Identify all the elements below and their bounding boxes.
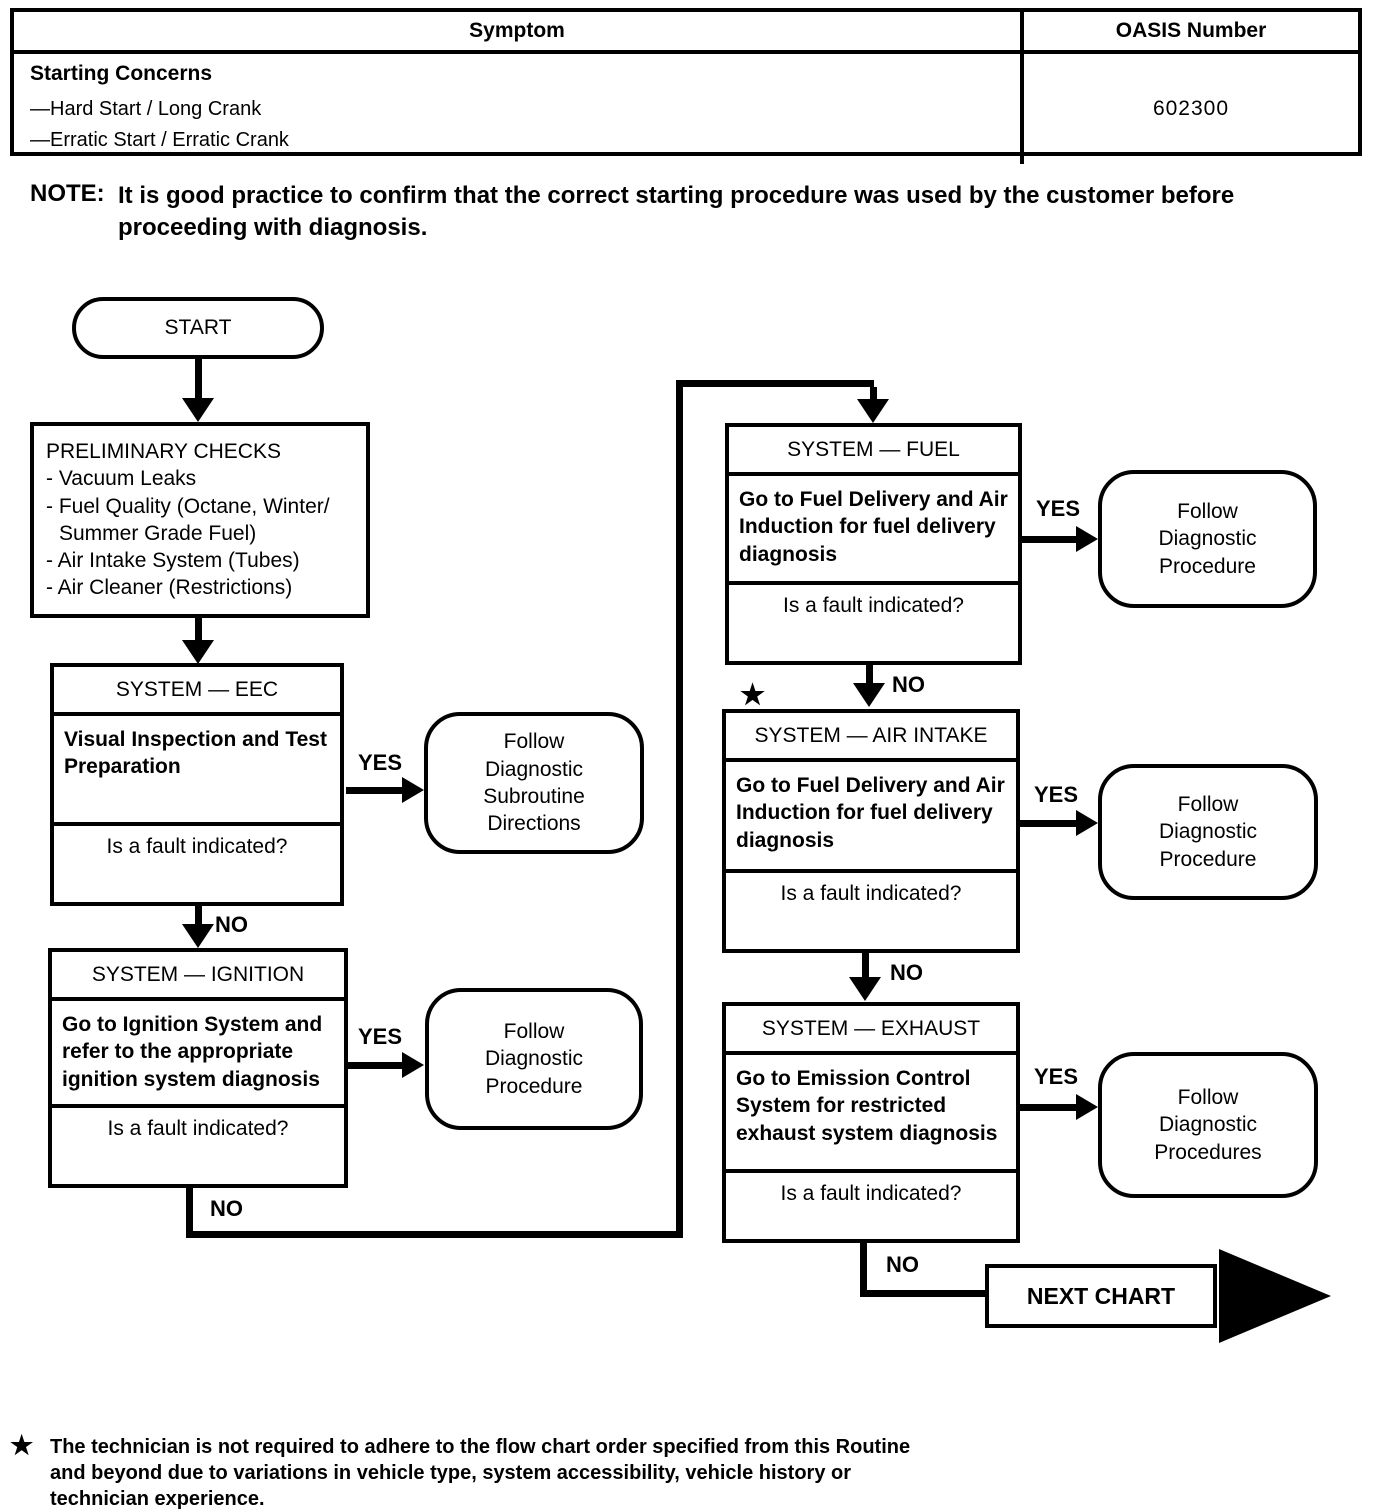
connector-start-preliminary — [195, 359, 202, 401]
system-action: Go to Emission Control System for restri… — [726, 1055, 1016, 1173]
flow-node-outcome-air-intake: Follow Diagnostic Procedure — [1098, 764, 1318, 900]
symptom-item: —Hard Start / Long Crank — [30, 98, 262, 120]
flow-node-system-air-intake: SYSTEM — AIR INTAKE Go to Fuel Delivery … — [722, 709, 1020, 953]
arrowhead-right-icon — [1076, 810, 1098, 836]
next-chart-arrowhead-icon — [1219, 1249, 1331, 1343]
outcome-text: Follow Diagnostic Procedure — [1158, 500, 1257, 578]
outcome-text: Follow Diagnostic Procedure — [484, 1020, 584, 1098]
connector-ignition-no-across — [186, 1231, 683, 1238]
yes-label: YES — [1036, 496, 1081, 521]
flow-node-preliminary-checks: PRELIMINARY CHECKS - Vacuum Leaks - Fuel… — [30, 422, 370, 618]
symptom-title: Starting Concerns — [30, 62, 213, 85]
footnote-star-icon: ★ — [740, 679, 766, 710]
connector-eec-no — [195, 906, 202, 926]
start-label: START — [164, 316, 232, 339]
preliminary-item: - Air Cleaner (Restrictions) — [46, 576, 293, 600]
no-label: NO — [890, 960, 923, 985]
preliminary-item: - Air Intake System (Tubes) — [46, 549, 300, 573]
flow-node-system-fuel: SYSTEM — FUEL Go to Fuel Delivery and Ai… — [725, 423, 1022, 665]
no-label: NO — [892, 672, 925, 697]
yes-label: YES — [358, 1024, 403, 1049]
arrowhead-down-icon — [853, 683, 885, 707]
flow-node-next-chart: NEXT CHART — [985, 1264, 1217, 1328]
system-title: SYSTEM — EEC — [54, 667, 340, 716]
connector-preliminary-eec — [195, 618, 202, 642]
preliminary-item: - Fuel Quality (Octane, Winter/ Summer G… — [46, 494, 330, 545]
footnote-text: The technician is not required to adhere… — [50, 1436, 911, 1510]
connector-fuel-no — [866, 665, 873, 685]
symptom-column-header: Symptom — [14, 12, 1024, 54]
preliminary-title: PRELIMINARY CHECKS — [46, 440, 281, 463]
yes-label: YES — [358, 750, 403, 775]
no-label: NO — [210, 1196, 243, 1221]
flow-node-outcome-exhaust: Follow Diagnostic Procedures — [1098, 1052, 1318, 1198]
connector-ignition-yes — [348, 1062, 404, 1069]
connector-ignition-no-top — [676, 380, 874, 387]
arrowhead-down-icon — [849, 977, 881, 1001]
system-question: Is a fault indicated? — [780, 1182, 962, 1205]
connector-fuel-yes — [1022, 536, 1078, 543]
footnote-star-icon: ★ — [10, 1430, 34, 1460]
arrowhead-right-icon — [402, 1052, 424, 1078]
oasis-column-header: OASIS Number — [1024, 12, 1358, 54]
system-question: Is a fault indicated? — [107, 1117, 289, 1140]
system-title: SYSTEM — AIR INTAKE — [726, 713, 1016, 762]
arrowhead-right-icon — [1076, 1094, 1098, 1120]
note-text: It is good practice to confirm that the … — [118, 182, 1235, 242]
yes-label: YES — [1034, 782, 1079, 807]
flow-node-outcome-fuel: Follow Diagnostic Procedure — [1098, 470, 1317, 608]
symptom-table: Symptom OASIS Number Starting Concerns —… — [10, 8, 1362, 164]
system-action: Go to Ignition System and refer to the a… — [52, 1001, 344, 1108]
system-action: Go to Fuel Delivery and Air Induction fo… — [729, 476, 1018, 585]
no-label: NO — [886, 1252, 919, 1277]
yes-label: YES — [1034, 1064, 1079, 1089]
system-title: SYSTEM — IGNITION — [52, 952, 344, 1001]
flow-node-outcome-eec: Follow Diagnostic Subroutine Directions — [424, 712, 644, 854]
no-label: NO — [215, 912, 248, 937]
connector-into-fuel — [870, 387, 877, 401]
connector-eec-yes — [346, 787, 404, 794]
connector-ignition-no-down — [186, 1188, 193, 1238]
system-title: SYSTEM — EXHAUST — [726, 1006, 1016, 1055]
connector-exhaust-no-across — [860, 1290, 985, 1297]
symptom-item: —Erratic Start / Erratic Crank — [30, 129, 289, 151]
connector-air-intake-yes — [1020, 820, 1078, 827]
system-action: Visual Inspection and Test Preparation — [54, 716, 340, 826]
system-action: Go to Fuel Delivery and Air Induction fo… — [726, 762, 1016, 873]
connector-exhaust-yes — [1020, 1104, 1078, 1111]
preliminary-item: - Vacuum Leaks — [46, 467, 197, 491]
next-chart-label: NEXT CHART — [1026, 1282, 1176, 1309]
arrowhead-down-icon — [857, 399, 889, 423]
note-label: NOTE: — [30, 180, 105, 207]
system-question: Is a fault indicated? — [106, 835, 288, 858]
system-question: Is a fault indicated? — [783, 594, 964, 617]
arrowhead-right-icon — [1076, 526, 1098, 552]
flow-node-system-ignition: SYSTEM — IGNITION Go to Ignition System … — [48, 948, 348, 1188]
flow-node-outcome-ignition: Follow Diagnostic Procedure — [425, 988, 643, 1130]
connector-ignition-no-riser — [676, 380, 683, 1238]
oasis-number-cell: 602300 — [1152, 97, 1230, 120]
arrowhead-right-icon — [402, 777, 424, 803]
outcome-text: Follow Diagnostic Subroutine Directions — [483, 730, 585, 836]
system-question: Is a fault indicated? — [780, 882, 962, 905]
outcome-text: Follow Diagnostic Procedures — [1154, 1086, 1262, 1164]
flow-node-system-exhaust: SYSTEM — EXHAUST Go to Emission Control … — [722, 1002, 1020, 1243]
arrowhead-down-icon — [182, 640, 214, 664]
flow-node-start: START — [72, 297, 324, 359]
arrowhead-down-icon — [182, 398, 214, 422]
connector-exhaust-no-down — [860, 1243, 867, 1293]
flow-node-system-eec: SYSTEM — EEC Visual Inspection and Test … — [50, 663, 344, 906]
arrowhead-down-icon — [182, 924, 214, 948]
symptom-cell: Starting Concerns —Hard Start / Long Cra… — [14, 54, 1024, 164]
outcome-text: Follow Diagnostic Procedure — [1158, 793, 1258, 871]
connector-air-intake-no — [862, 953, 869, 979]
system-title: SYSTEM — FUEL — [729, 427, 1018, 476]
